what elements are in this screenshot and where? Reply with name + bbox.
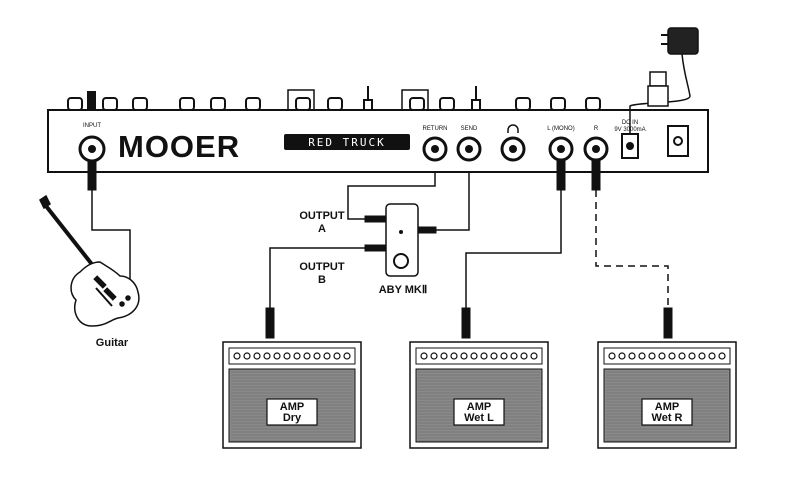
amp-knob (460, 352, 468, 360)
amp-knob (510, 352, 518, 360)
return-jack (422, 136, 448, 162)
cable-plugs (87, 159, 673, 339)
amp-knob (530, 352, 538, 360)
amp-knob (698, 352, 706, 360)
aby-label: ABY MKⅡ (379, 284, 428, 296)
amp-knob (243, 352, 251, 360)
right-output-jack (583, 136, 609, 162)
output-a-label-line2: A (318, 223, 326, 235)
amp-knob (628, 352, 636, 360)
send-to-aby-cable (416, 172, 470, 231)
output-a-label-line1: OUTPUT (299, 210, 345, 222)
usb-port (667, 125, 689, 157)
amp-knob (253, 352, 261, 360)
amp-knob (273, 352, 281, 360)
amp-knob (668, 352, 676, 360)
headphone-jack (500, 136, 526, 162)
amp-knob (520, 352, 528, 360)
amp-label-line1: AMP (467, 401, 491, 413)
wall-outlet-icon (661, 27, 699, 55)
amp-knob (470, 352, 478, 360)
footswitch-icon (647, 71, 669, 107)
amp-control-panel (228, 347, 356, 365)
amp-knob (283, 352, 291, 360)
amp-knob (648, 352, 656, 360)
model-badge: RED TRUCK (284, 134, 410, 150)
amp-knob (718, 352, 726, 360)
amp-knob (480, 352, 488, 360)
return-jack-label: RETURN (423, 126, 448, 132)
amp-label-line2: Dry (283, 412, 302, 424)
amp-knob (490, 352, 498, 360)
amp-knob (450, 352, 458, 360)
aby-switch (385, 203, 419, 277)
input-jack-label: INPUT (83, 123, 101, 129)
amp-label-plate (641, 398, 693, 426)
amp-knob (440, 352, 448, 360)
guitar-to-input-cable (91, 172, 131, 283)
headphone-icon (507, 124, 519, 133)
send-jack-label: SEND (461, 126, 478, 132)
left-to-wet-l-amp-cable (465, 190, 562, 308)
send-jack (456, 136, 482, 162)
amp-knob (293, 352, 301, 360)
amp-knob (618, 352, 626, 360)
amp-knob (708, 352, 716, 360)
amp-knob (678, 352, 686, 360)
amp-label-plate (453, 398, 505, 426)
amp-knob (658, 352, 666, 360)
pedal-toggle-switches (87, 86, 481, 111)
pedal-knob-row (67, 97, 601, 111)
amp-label-line2: Wet R (652, 412, 683, 424)
output-b-label-line1: OUTPUT (299, 261, 345, 273)
output-b-to-dry-amp-cable (269, 247, 386, 308)
left-output-jack (548, 136, 574, 162)
guitar-icon (39, 194, 140, 327)
right-jack-label: R (594, 126, 599, 132)
amp-knob (420, 352, 428, 360)
amp-label-line1: AMP (280, 401, 304, 413)
power-cable (629, 53, 691, 134)
amp-knob (638, 352, 646, 360)
amp-knob (343, 352, 351, 360)
amp-control-panel (415, 347, 543, 365)
amp-knob (608, 352, 616, 360)
brand-logo: MOOER (118, 129, 240, 164)
amp-knob (323, 352, 331, 360)
input-jack (78, 135, 106, 163)
output-b-label-line2: B (318, 274, 326, 286)
amp-knob (303, 352, 311, 360)
amp-knob (263, 352, 271, 360)
amp-label-line1: AMP (655, 401, 679, 413)
amp-knob (430, 352, 438, 360)
left-jack-label: L (MONO) (547, 126, 574, 132)
amp-label-plate (266, 398, 318, 426)
guitar-label: Guitar (96, 337, 129, 349)
model-name: RED TRUCK (308, 136, 386, 149)
amp-knob (233, 352, 241, 360)
amp-label-line2: Wet L (464, 412, 494, 424)
amp-knob (333, 352, 341, 360)
amp-knob (500, 352, 508, 360)
right-to-wet-r-amp-cable (595, 190, 669, 308)
amp-knob (688, 352, 696, 360)
amp-control-panel (603, 347, 731, 365)
return-to-output-a-cable (347, 172, 436, 220)
amp-knob (313, 352, 321, 360)
power-jack (621, 133, 639, 159)
